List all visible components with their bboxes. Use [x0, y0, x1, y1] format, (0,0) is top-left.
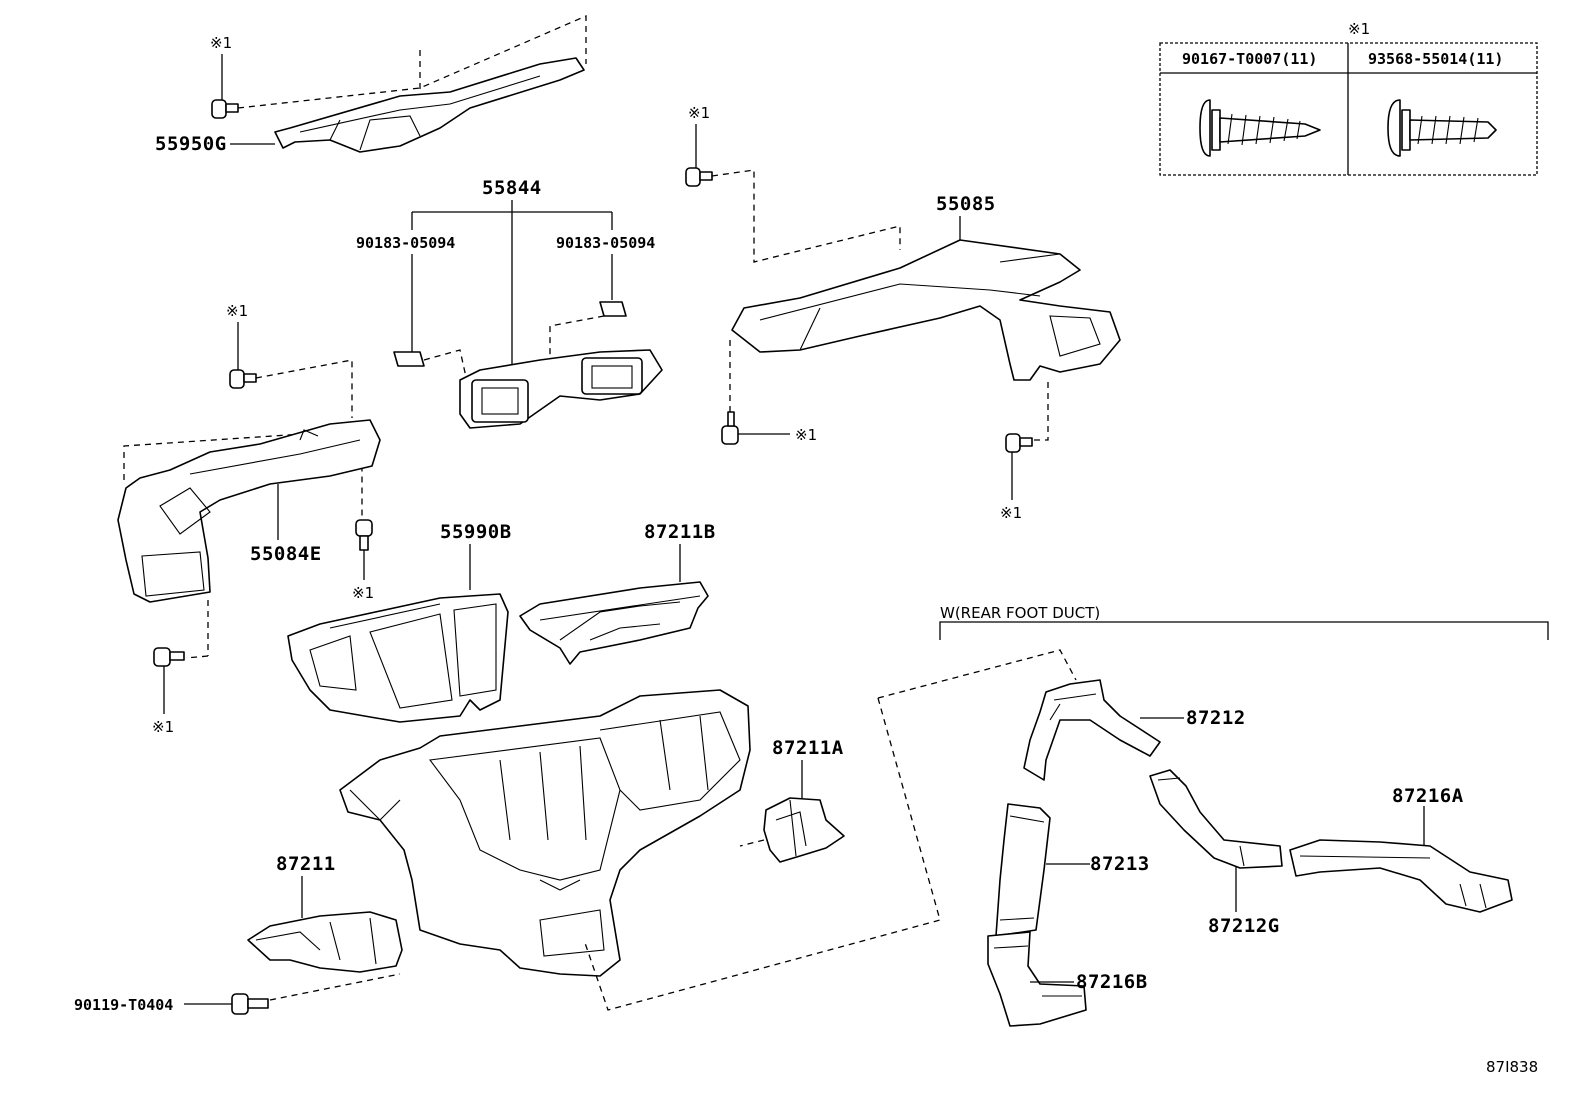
tapping-screw-icon: [1199, 99, 1321, 157]
part-87216A: [1289, 839, 1513, 913]
screw-icon: [355, 519, 373, 551]
part-87211B: [519, 581, 709, 665]
label-87211: 87211: [276, 853, 336, 875]
part-55084E: [117, 419, 381, 603]
part-55085-group: ※1 55085 ※1 ※1: [685, 104, 1121, 522]
part-55950G: [274, 57, 585, 153]
label-55950G: 55950G: [155, 133, 227, 155]
bolt-icon: [231, 993, 269, 1015]
clip-icon: [393, 351, 425, 367]
part-87211: [247, 911, 403, 973]
screw-icon: [153, 647, 185, 667]
screw-icon: [211, 99, 239, 119]
part-87212: [1023, 679, 1161, 781]
fastener-marker: ※1: [210, 34, 232, 52]
label-90119-T0404: 90119-T0404: [74, 996, 173, 1014]
rear-foot-duct-section: W(REAR FOOT DUCT) 87212 87213 87216B 872…: [939, 604, 1549, 1027]
part-55950G-group: ※1 55950G: [155, 15, 587, 155]
drawing-number: 87I838: [1486, 1058, 1538, 1076]
clip-icon: [599, 301, 627, 317]
part-55085: [731, 239, 1121, 381]
label-87211B: 87211B: [644, 521, 716, 543]
label-55990B: 55990B: [440, 521, 512, 543]
label-90183-left: 90183-05094: [356, 234, 455, 252]
label-90183-right: 90183-05094: [556, 234, 655, 252]
part-87211A: [763, 797, 845, 863]
section-label: W(REAR FOOT DUCT): [940, 604, 1100, 622]
label-87213: 87213: [1090, 853, 1150, 875]
part-87211B-group: 87211B: [519, 521, 716, 665]
label-87216B: 87216B: [1076, 971, 1148, 993]
label-87211A: 87211A: [772, 737, 844, 759]
part-55084E-group: ※1 55084E ※1 ※1: [117, 302, 381, 736]
fastener-marker: ※1: [795, 426, 817, 444]
table-part-number-2: 93568-55014(11): [1368, 50, 1503, 68]
label-87216A: 87216A: [1392, 785, 1464, 807]
fastener-marker: ※1: [1000, 504, 1022, 522]
screw-icon: [721, 411, 739, 445]
fastener-table: ※1 90167-T0007(11) 93568-55014(11): [1159, 20, 1538, 176]
screw-icon: [229, 369, 257, 389]
part-87211-group: 87211 90119-T0404: [74, 853, 403, 1015]
heater-unit: [339, 689, 751, 977]
part-55844-group: 55844 90183-05094 90183-05094: [356, 177, 663, 429]
part-87213: [995, 803, 1051, 937]
label-87212G: 87212G: [1208, 915, 1280, 937]
screw-icon: [1005, 433, 1033, 453]
label-87212: 87212: [1186, 707, 1246, 729]
label-55844: 55844: [482, 177, 542, 199]
fastener-marker: ※1: [352, 584, 374, 602]
label-55085: 55085: [936, 193, 996, 215]
part-55990B-group: 55990B: [287, 521, 512, 723]
fastener-table-marker: ※1: [1348, 20, 1370, 38]
screw-icon: [685, 167, 713, 187]
table-part-number-1: 90167-T0007(11): [1182, 50, 1317, 68]
fastener-marker: ※1: [226, 302, 248, 320]
fastener-marker: ※1: [152, 718, 174, 736]
part-55990B: [287, 593, 509, 723]
fastener-marker: ※1: [688, 104, 710, 122]
part-87212G: [1149, 769, 1283, 869]
part-87216B: [987, 931, 1087, 1027]
part-87211A-group: 87211A: [739, 737, 845, 863]
machine-screw-icon: [1387, 99, 1497, 157]
label-55084E: 55084E: [250, 543, 322, 565]
